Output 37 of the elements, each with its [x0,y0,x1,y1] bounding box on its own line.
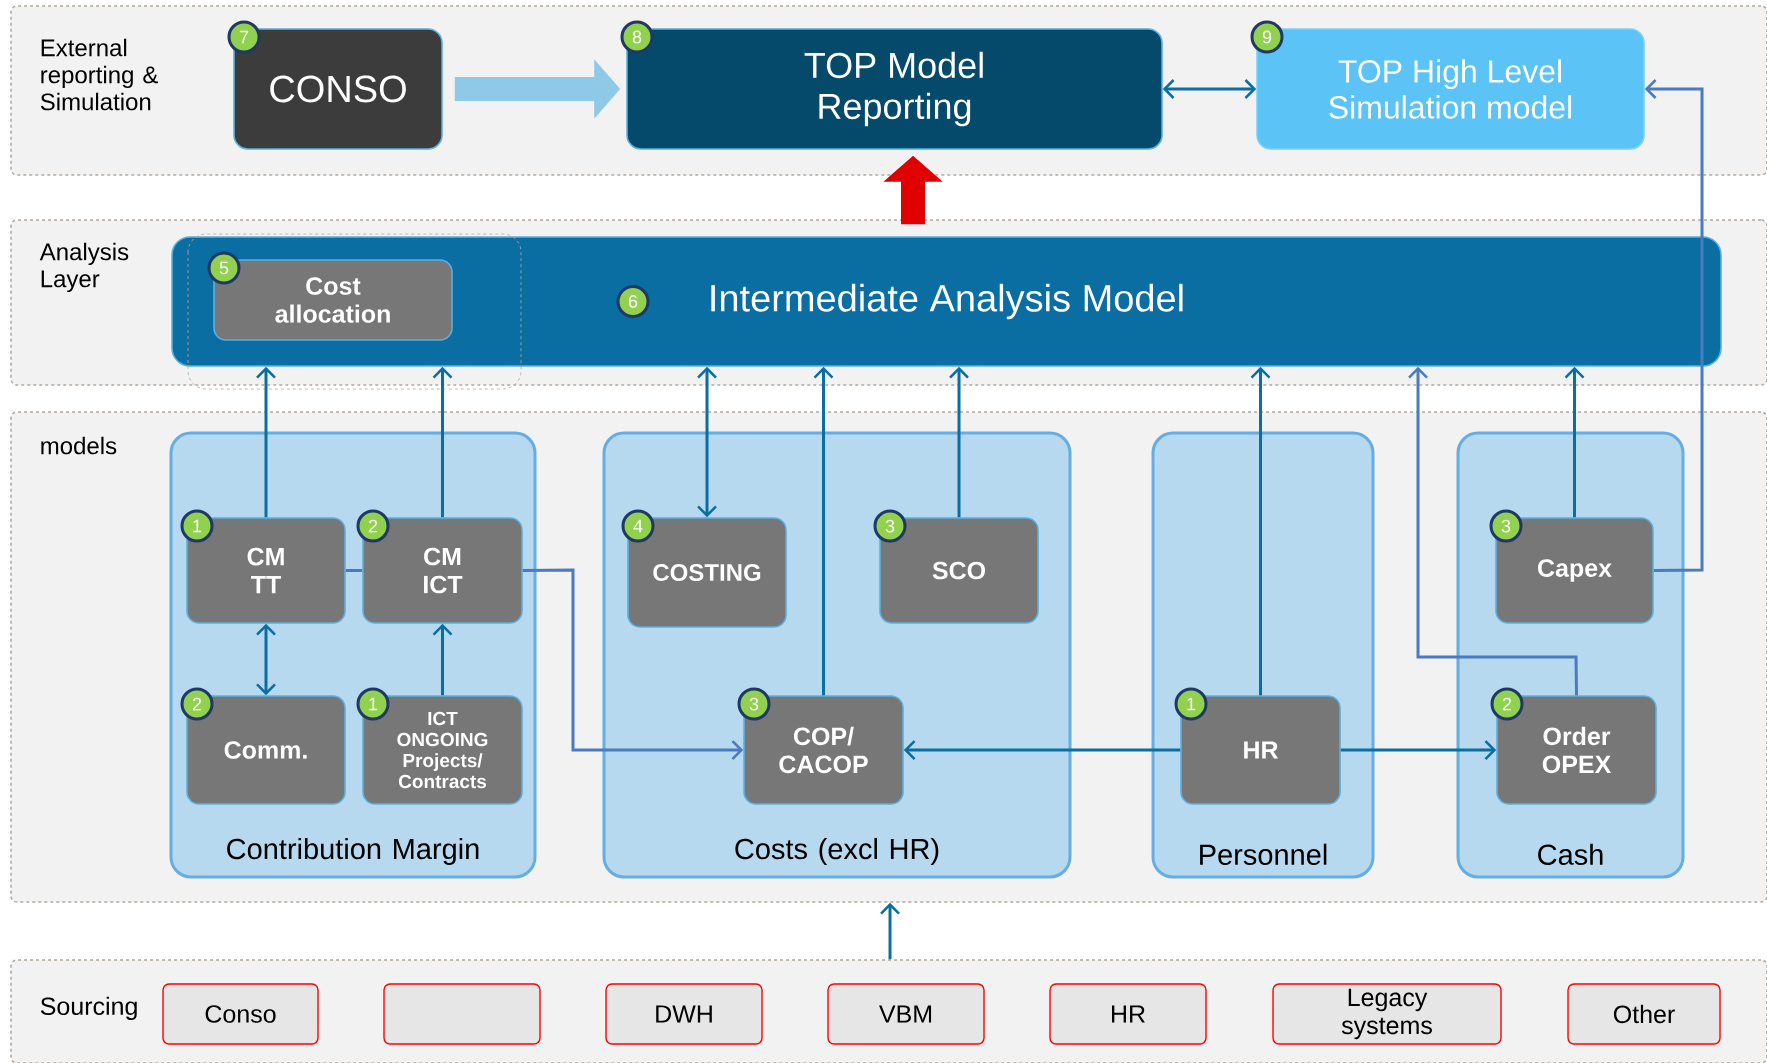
arrow [1644,79,1704,572]
number-badge: 3 [737,687,771,721]
source-box: Other [1567,983,1721,1045]
number-badge: 7 [227,20,261,54]
arrow [1408,366,1578,696]
arrow [880,902,900,960]
arrow [903,740,1181,760]
source-box: Conso [162,983,319,1045]
number-badge: 9 [1250,20,1284,54]
source-box: HR [1049,983,1207,1045]
arrow [256,366,276,518]
number-badge: 5 [207,251,241,285]
source-box: VBM [827,983,985,1045]
source-box: Legacy systems [1272,983,1502,1045]
arrow [1340,740,1497,760]
arrow [256,623,276,696]
arrow [1162,79,1257,99]
arrow [432,366,453,518]
number-badge: 3 [1489,509,1523,543]
source-box: DWH [605,983,763,1045]
arrow [1564,366,1585,518]
number-badge: 2 [180,687,214,721]
arrow [432,623,453,696]
number-badge: 4 [621,509,655,543]
arrow [1250,366,1271,696]
number-badge: 1 [180,509,214,543]
number-badge: 1 [356,687,390,721]
arrow [697,366,717,518]
arrow [522,568,744,760]
source-box [383,983,541,1045]
number-badge: 3 [873,509,907,543]
number-badge: 2 [1490,687,1524,721]
number-badge: 8 [620,20,654,54]
arrow [813,366,834,696]
number-badge: 2 [356,509,390,543]
arrow [949,366,969,518]
number-badge: 1 [1174,687,1208,721]
